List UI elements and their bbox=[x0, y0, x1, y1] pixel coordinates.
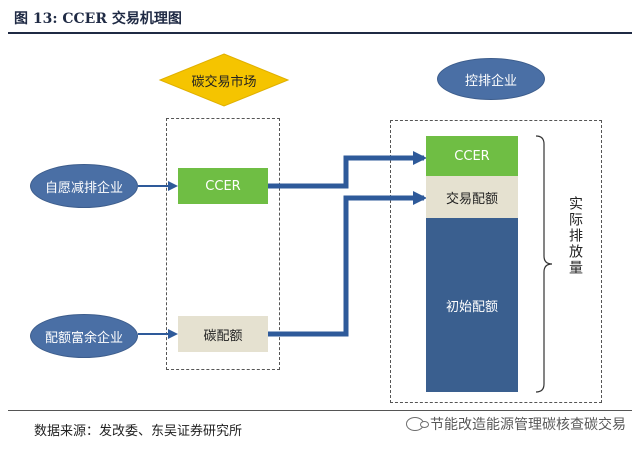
market-label: 碳交易市场 bbox=[191, 74, 257, 90]
market-diamond: 碳交易市场 bbox=[158, 52, 290, 108]
watermark-text: 节能改造能源管理碳核查碳交易 bbox=[430, 417, 626, 433]
wechat-icon bbox=[406, 417, 429, 431]
source-note: 数据来源：发改委、东吴证券研究所 bbox=[34, 424, 243, 439]
enterprise-dashed-box bbox=[390, 120, 602, 403]
market-dashed-box bbox=[166, 118, 280, 370]
enterprise-node: 控排企业 bbox=[437, 58, 545, 100]
figure-title: 图 13: CCER 交易机理图 bbox=[14, 11, 182, 27]
ccer-box-right: CCER bbox=[426, 136, 518, 176]
ccer-box-left: CCER bbox=[178, 168, 268, 204]
arrow-ccer-to-enterprise bbox=[268, 151, 427, 189]
actual-emissions-bracket bbox=[535, 135, 553, 393]
top-rule bbox=[8, 32, 632, 34]
carbon-quota-box: 碳配额 bbox=[178, 316, 268, 352]
bottom-rule bbox=[8, 410, 632, 411]
diamond-shape bbox=[158, 53, 290, 107]
surplus-enterprise-node: 配额富余企业 bbox=[30, 314, 138, 358]
watermark: 节能改造能源管理碳核查碳交易 bbox=[406, 414, 626, 434]
initial-quota-box: 初始配额 bbox=[426, 218, 518, 392]
actual-emissions-label: 实际排放量 bbox=[567, 196, 583, 276]
voluntary-enterprise-node: 自愿减排企业 bbox=[30, 164, 138, 208]
arrow-quota-to-enterprise bbox=[268, 191, 427, 337]
traded-quota-box: 交易配额 bbox=[426, 176, 518, 218]
